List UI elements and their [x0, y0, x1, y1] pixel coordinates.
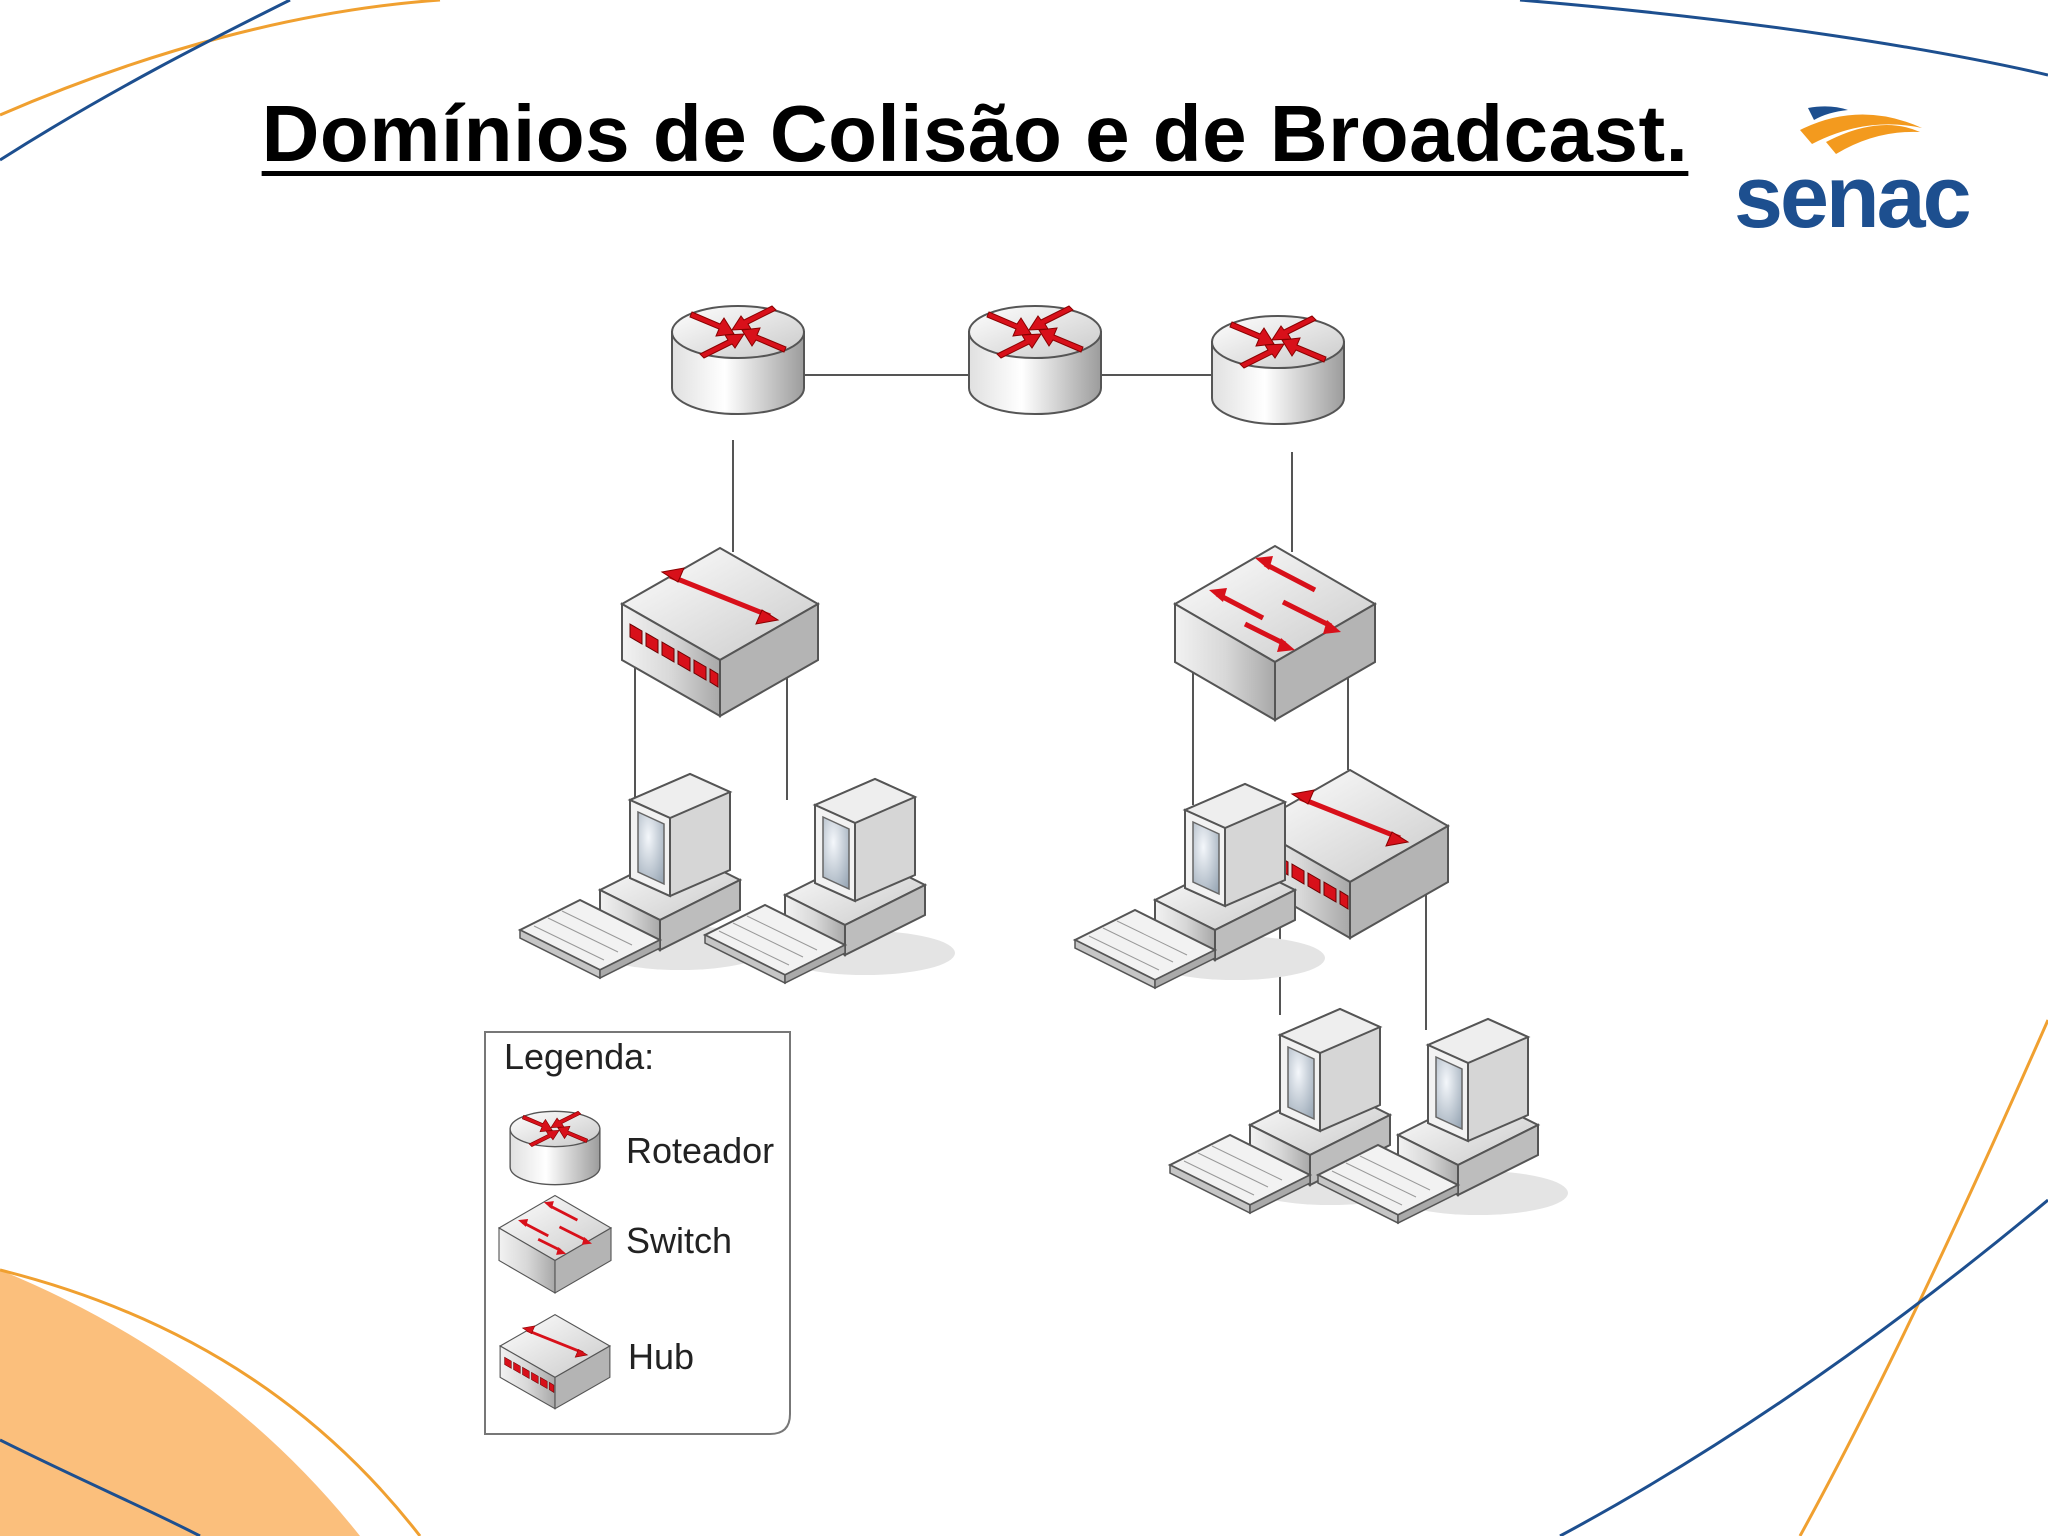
senac-logo-icon [1800, 106, 1922, 154]
legend-router-icon [509, 1110, 601, 1186]
slide-title: Domínios de Colisão e de Broadcast. [261, 89, 1689, 178]
router-right[interactable] [1211, 315, 1345, 425]
legend-label-hub: Hub [628, 1336, 695, 1377]
router-center[interactable] [968, 305, 1102, 415]
legend-label-switch: Switch [626, 1220, 733, 1261]
computer-2[interactable] [704, 778, 956, 984]
legend-label-router: Roteador [626, 1130, 775, 1171]
legend-heading: Legenda: [504, 1036, 655, 1077]
switch-right[interactable] [1175, 546, 1375, 720]
senac-logo-text: senac [1734, 147, 1972, 246]
router-left[interactable] [671, 305, 805, 415]
hub-left[interactable] [622, 548, 818, 716]
